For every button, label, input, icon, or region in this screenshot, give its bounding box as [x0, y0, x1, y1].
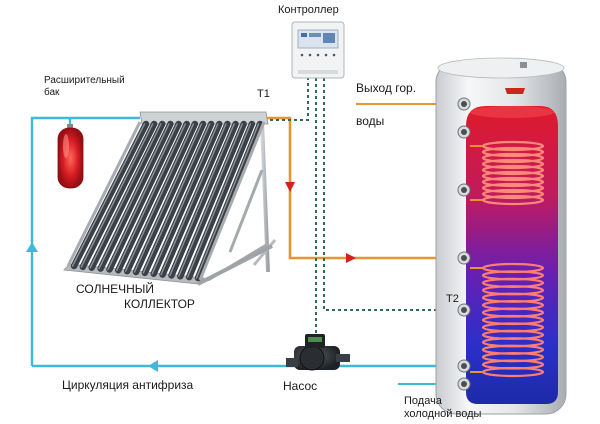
storage-tank: [435, 57, 567, 415]
cold-water-inlet-label-line1: Подача: [404, 395, 442, 407]
expansion-tank-label-line1: Расширительный: [44, 75, 125, 86]
hot-water-outlet-label-line1: Выход гор.: [356, 81, 417, 95]
sensor-wire: [270, 78, 460, 340]
flow-arrow-right: [346, 253, 356, 263]
expansion-tank-label-line2: бак: [44, 87, 60, 98]
collector-label-line2: КОЛЛЕКТОР: [124, 297, 195, 311]
pump: [286, 334, 350, 371]
flow-arrow-down: [285, 182, 295, 192]
expansion-tank: [57, 124, 84, 189]
heat-exchanger-coil-upper: [470, 140, 545, 206]
controller-label: Контроллер: [278, 4, 339, 16]
cold-water-inlet-label-line2: холодной воды: [404, 408, 482, 420]
solar-collector: [63, 111, 277, 286]
sensor-t2-label: T2: [446, 293, 459, 305]
flow-arrow-left: [148, 360, 158, 372]
sensor-t1-label: T1: [257, 88, 270, 100]
flow-arrow-up: [26, 242, 38, 252]
heat-exchanger-coil-lower: [470, 262, 545, 378]
hot-water-outlet-label-line2: воды: [356, 114, 385, 128]
tank-ports: [457, 97, 471, 391]
vacuum-tubes: [70, 120, 264, 282]
antifreeze-circulation-label: Циркуляция антифриза: [62, 378, 194, 392]
collector-label-line1: СОЛНЕЧНЫЙ: [76, 282, 155, 296]
brand-logo: [505, 88, 525, 94]
controller: [291, 21, 345, 79]
pump-label: Насос: [283, 379, 318, 393]
